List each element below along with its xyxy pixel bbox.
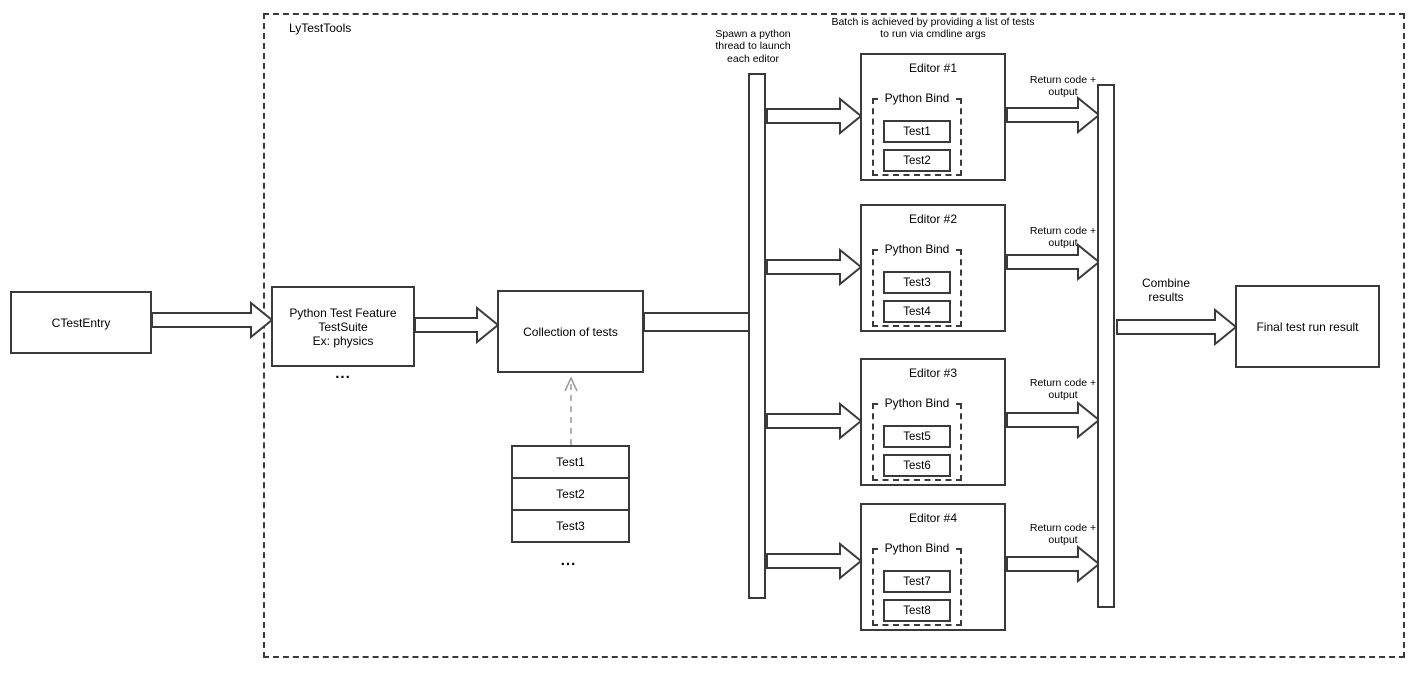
editor-4-title: Editor #4 (908, 511, 958, 525)
annotation-batch-cmdline: Batch is achieved by providing a list of… (831, 16, 1035, 41)
node-ctestentry-label: CTestEntry (51, 315, 111, 330)
arrow-ctestentry-to-feature (151, 300, 274, 340)
node-python-test-feature-label: Python Test Feature TestSuite Ex: physic… (289, 305, 397, 348)
lytesttools-container (263, 13, 1405, 658)
editor-4: Editor #4 Python Bind Test7 Test8 (860, 503, 1006, 631)
test-node: Test1 (883, 120, 951, 143)
lytesttools-label: LyTestTools (289, 21, 352, 35)
test-node: Test4 (883, 300, 951, 323)
label-return-code-2: Return code + output (1029, 225, 1097, 250)
node-final-result: Final test run result (1235, 285, 1380, 368)
test-node: Test8 (883, 599, 951, 622)
node-collection-of-tests: Collection of tests (497, 290, 644, 373)
editor-2-python-bind: Python Bind Test3 Test4 (872, 242, 962, 327)
editor-1-python-bind-label: Python Bind (882, 91, 952, 105)
editor-4-python-bind-label: Python Bind (882, 541, 952, 555)
feature-ellipsis: ... (335, 365, 351, 382)
test-node: Test2 (883, 149, 951, 172)
node-final-result-label: Final test run result (1256, 319, 1359, 334)
node-collection-label: Collection of tests (523, 324, 618, 339)
node-ctestentry: CTestEntry (10, 291, 152, 354)
fanout-bar (748, 73, 766, 599)
editor-2: Editor #2 Python Bind Test3 Test4 (860, 204, 1006, 332)
editor-2-title: Editor #2 (908, 212, 958, 226)
test-stack-row: Test1 (556, 455, 585, 469)
test-node: Test3 (883, 271, 951, 294)
editor-1: Editor #1 Python Bind Test1 Test2 (860, 53, 1006, 181)
editor-4-python-bind: Python Bind Test7 Test8 (872, 541, 962, 626)
editor-3: Editor #3 Python Bind Test5 Test6 (860, 358, 1006, 486)
test-node: Test7 (883, 570, 951, 593)
test-node: Test6 (883, 454, 951, 477)
label-return-code-1: Return code + output (1029, 74, 1097, 99)
node-python-test-feature: Python Test Feature TestSuite Ex: physic… (271, 286, 415, 367)
editor-1-python-bind: Python Bind Test1 Test2 (872, 91, 962, 176)
label-return-code-4: Return code + output (1029, 522, 1097, 547)
label-combine-results: Combine results (1141, 276, 1191, 305)
annotation-spawn-thread: Spawn a python thread to launch each edi… (715, 28, 791, 65)
test-node: Test5 (883, 425, 951, 448)
fanin-bar (1097, 84, 1115, 608)
test-stack-row: Test3 (513, 509, 628, 541)
editor-3-title: Editor #3 (908, 366, 958, 380)
editor-3-python-bind: Python Bind Test5 Test6 (872, 396, 962, 481)
stack-ellipsis: ... (560, 552, 577, 569)
test-stack-row: Test2 (513, 477, 628, 509)
test-stack: Test1 Test2 Test3 (511, 445, 630, 543)
label-return-code-3: Return code + output (1029, 377, 1097, 402)
editor-3-python-bind-label: Python Bind (882, 396, 952, 410)
editor-2-python-bind-label: Python Bind (882, 242, 952, 256)
editor-1-title: Editor #1 (908, 61, 958, 75)
